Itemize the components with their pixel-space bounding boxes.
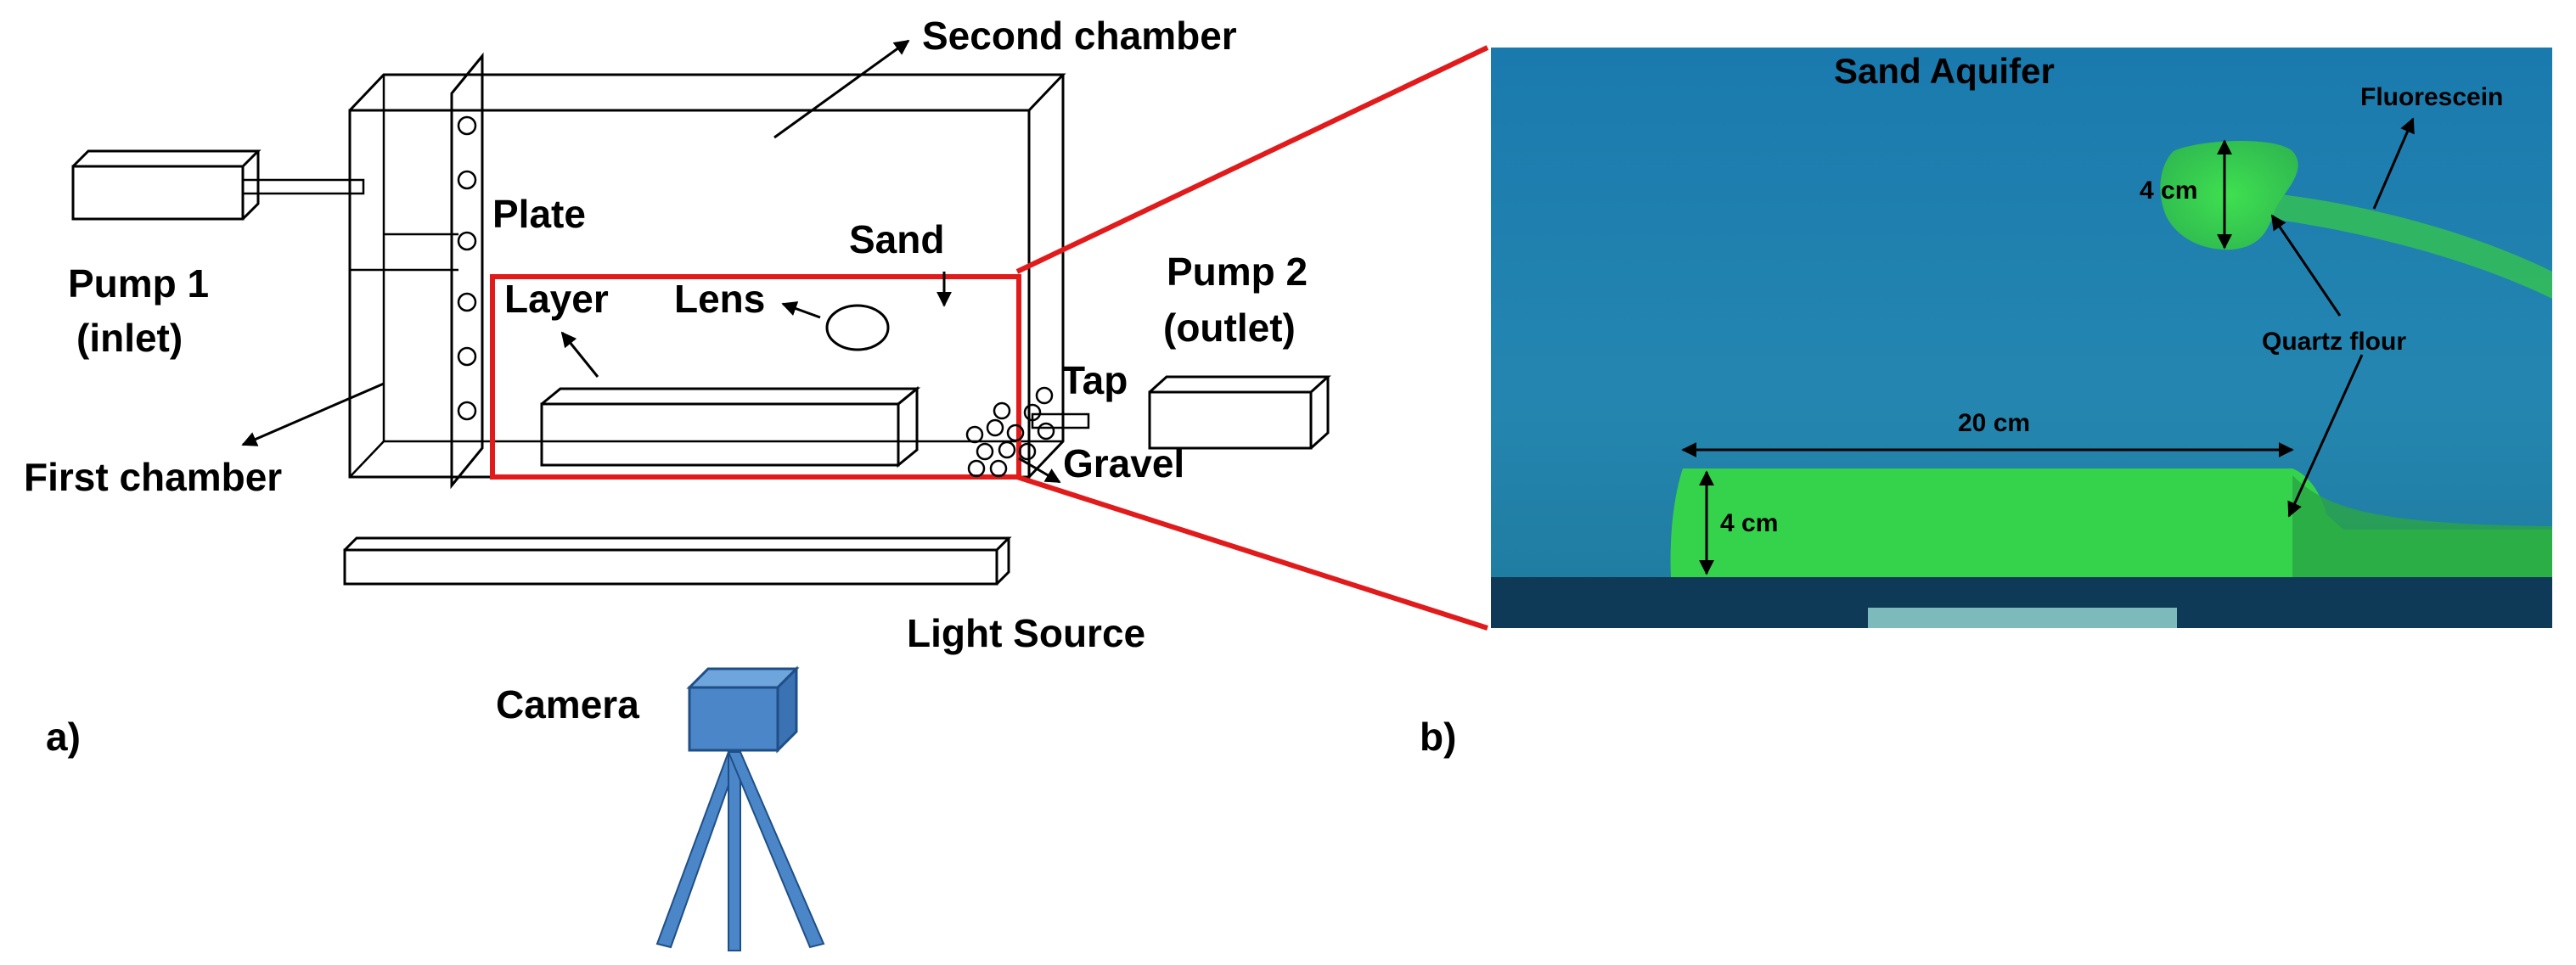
layer-top bbox=[541, 387, 921, 406]
gravel-stone bbox=[989, 459, 1008, 478]
label-pump-2-outlet: (outlet) bbox=[1163, 306, 1296, 350]
label-layer-length: 20 cm bbox=[1958, 409, 2030, 437]
fluorescein-plume bbox=[2258, 194, 2552, 299]
arrow-gravel bbox=[1018, 457, 1061, 484]
pump-1-top bbox=[71, 149, 262, 168]
photo-title: Sand Aquifer bbox=[1834, 51, 2055, 91]
label-first-chamber: First chamber bbox=[24, 455, 282, 499]
label-lens: Lens bbox=[674, 277, 765, 321]
gravel-stone bbox=[976, 442, 994, 461]
photo-light-glow bbox=[1868, 608, 2177, 628]
plate-hole bbox=[457, 292, 477, 312]
camera-tripod bbox=[655, 751, 825, 951]
label-quartz-flour: Quartz flour bbox=[2262, 328, 2406, 356]
tank-top-edge bbox=[348, 73, 1066, 112]
panel-a-label: a) bbox=[46, 715, 81, 759]
gravel-stone bbox=[993, 401, 1011, 420]
label-pump-1-inlet: (inlet) bbox=[76, 316, 183, 360]
arrow-quartz-lens bbox=[2270, 214, 2342, 317]
gravel-stone bbox=[1035, 386, 1054, 405]
layer-front bbox=[540, 402, 900, 467]
label-lens-height: 4 cm bbox=[2140, 177, 2197, 205]
label-pump-1: Pump 1 bbox=[68, 261, 209, 306]
label-sand: Sand bbox=[849, 217, 944, 261]
pump-1-right bbox=[241, 151, 260, 221]
tank-back-bottom-left bbox=[349, 440, 385, 478]
gravel-stone bbox=[967, 459, 986, 478]
pump-1 bbox=[71, 149, 365, 221]
arrow-fluorescein bbox=[2372, 117, 2415, 210]
pump-2-front bbox=[1148, 390, 1313, 450]
pump-1-front bbox=[71, 165, 245, 221]
label-fluorescein: Fluorescein bbox=[2360, 83, 2503, 111]
gravel-stone bbox=[998, 440, 1016, 459]
light-source-top bbox=[343, 536, 1012, 552]
plate-body bbox=[450, 52, 484, 490]
panel-b-label: b) bbox=[1420, 715, 1456, 759]
tripod-leg-right bbox=[727, 751, 825, 949]
arrow-second-chamber bbox=[773, 39, 910, 139]
zoom-line-bottom bbox=[1016, 474, 1488, 631]
tank-right-edge bbox=[1027, 75, 1065, 479]
plate-hole bbox=[457, 346, 477, 367]
layer-side bbox=[897, 385, 919, 468]
pump-2-top bbox=[1148, 375, 1331, 394]
light-source-right bbox=[995, 538, 1010, 586]
arrow-quartz-layer bbox=[2287, 354, 2364, 518]
label-light-source: Light Source bbox=[907, 611, 1145, 655]
gravel-stone bbox=[965, 425, 984, 444]
lens-ellipse bbox=[825, 304, 890, 351]
label-second-chamber: Second chamber bbox=[922, 14, 1237, 58]
gravel-stone bbox=[1018, 442, 1037, 461]
arrow-lens bbox=[781, 301, 821, 319]
arrow-layer bbox=[560, 331, 599, 378]
panel-b-photo: Sand Aquifer Fluorescein 4 cm Quartz flo… bbox=[1491, 48, 2552, 628]
gravel-stone bbox=[1037, 422, 1055, 440]
gravel-stone bbox=[1006, 424, 1025, 442]
arrow-first-chamber bbox=[241, 382, 385, 446]
camera-body bbox=[688, 686, 779, 752]
light-source-bar bbox=[343, 536, 1012, 586]
plate-hole bbox=[457, 231, 477, 251]
panel-a-schematic: Second chamber Plate Sand Pump 1 (inlet)… bbox=[24, 14, 1331, 951]
pump-1-pipe bbox=[241, 178, 365, 195]
gravel-stone bbox=[986, 418, 1004, 437]
tripod-leg-center bbox=[728, 751, 741, 951]
tap-pipe bbox=[1031, 412, 1090, 429]
zoom-line-top bbox=[1015, 45, 1489, 274]
pump-2 bbox=[1148, 375, 1331, 450]
label-plate: Plate bbox=[492, 192, 586, 236]
photo-layer-right-dim bbox=[2292, 475, 2552, 577]
plate-hole bbox=[457, 170, 477, 190]
label-gravel: Gravel bbox=[1063, 441, 1184, 485]
label-pump-2: Pump 2 bbox=[1167, 250, 1308, 294]
camera bbox=[686, 665, 800, 754]
label-tap: Tap bbox=[1061, 358, 1128, 402]
light-source-front bbox=[343, 548, 998, 586]
plate-hole bbox=[457, 115, 477, 136]
sand-region-highlight bbox=[490, 274, 1021, 480]
label-layer-height: 4 cm bbox=[1720, 509, 1778, 537]
gravel bbox=[965, 386, 1055, 478]
label-camera: Camera bbox=[496, 682, 639, 727]
pump-2-right bbox=[1309, 377, 1330, 450]
layer-block bbox=[540, 385, 921, 468]
plate-hole bbox=[457, 401, 477, 421]
label-layer: Layer bbox=[504, 277, 609, 321]
perforated-plate bbox=[450, 52, 484, 490]
